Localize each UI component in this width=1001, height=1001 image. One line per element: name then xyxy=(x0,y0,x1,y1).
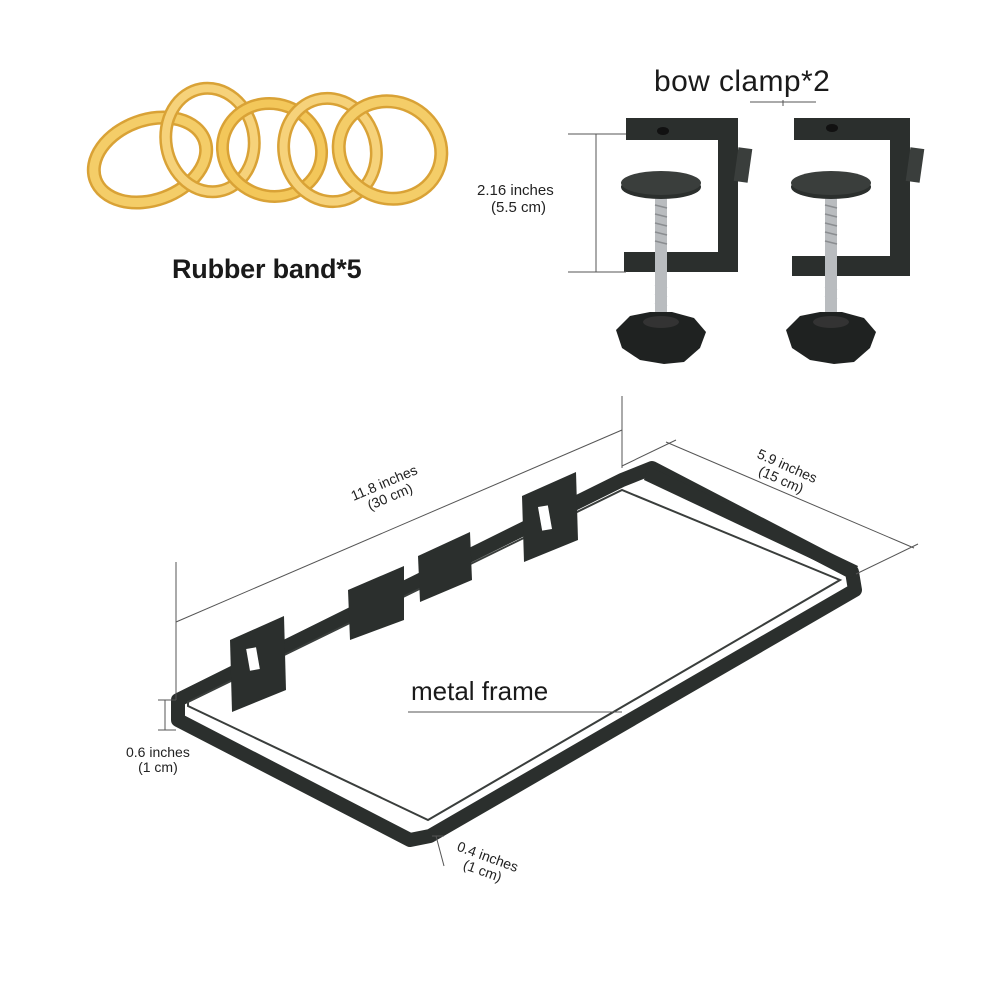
metal-frame-label: metal frame xyxy=(411,676,549,706)
clamp-opening-metric: (5.5 cm) xyxy=(491,198,547,216)
rubber-band-5 xyxy=(331,94,449,206)
frame-thickness-dimension xyxy=(432,835,445,867)
rubber-band-label: Rubber band*5 xyxy=(172,254,362,284)
clamp-height-dimension xyxy=(568,133,626,273)
bow-clamp-2 xyxy=(786,118,925,364)
frame-height-dimension-text: 0.6 inches (1 cm) xyxy=(126,744,190,776)
rubber-band-4 xyxy=(277,91,383,209)
bow-clamp-label: bow clamp*2 xyxy=(654,65,831,98)
rubber-band-1 xyxy=(86,110,214,210)
frame-length-dimension xyxy=(175,396,623,700)
clamp-opening-dimension-text: 2.16 inches (5.5 cm) xyxy=(477,182,554,216)
frame-height-dimension xyxy=(158,699,176,731)
rubber-bands-image xyxy=(86,81,449,210)
clamp-opening-imperial: 2.16 inches xyxy=(477,182,554,199)
frame-width-dimension xyxy=(621,439,919,575)
rubber-band-2 xyxy=(159,81,261,199)
rubber-band-3 xyxy=(215,97,329,203)
metal-frame xyxy=(171,461,862,847)
frame-height-imperial: 0.6 inches xyxy=(126,744,190,760)
frame-height-metric: (1 cm) xyxy=(138,759,178,776)
bow-clamp-1 xyxy=(616,118,753,364)
